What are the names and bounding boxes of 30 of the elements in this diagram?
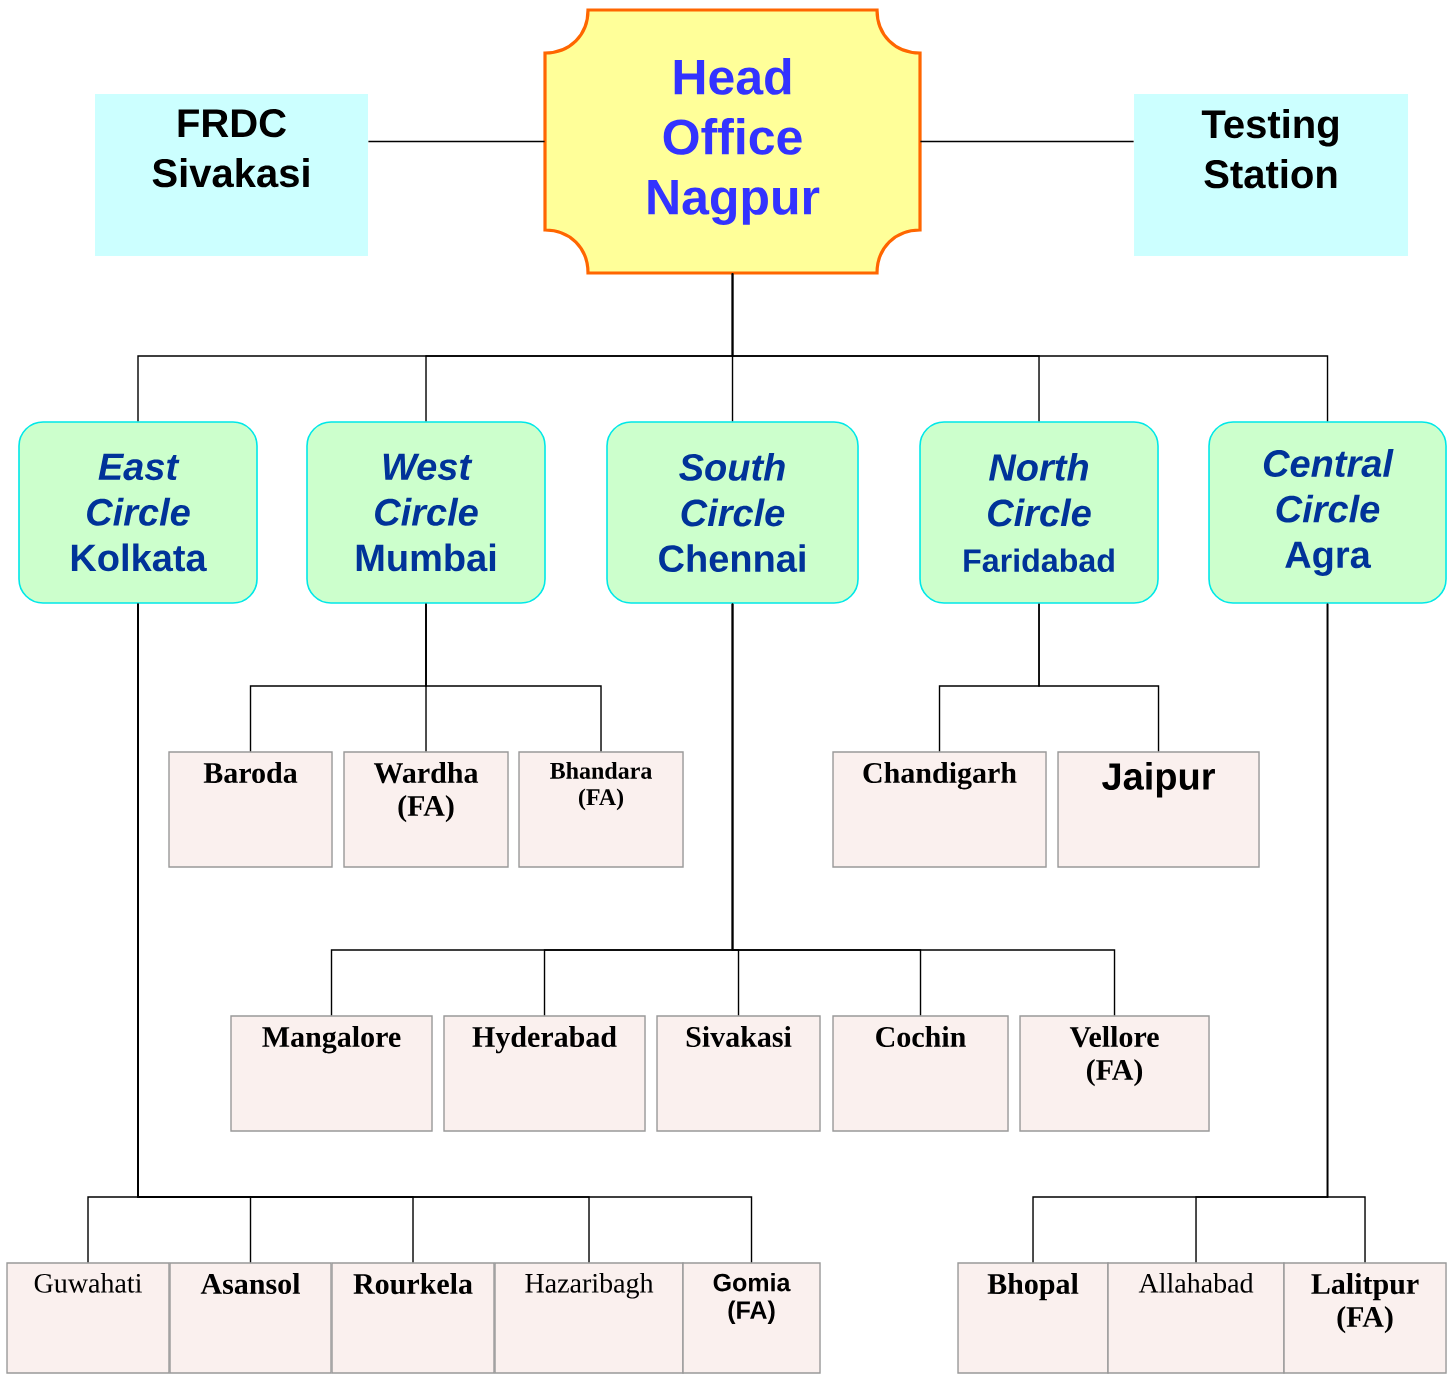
office-box: Cochin (832, 1015, 1009, 1132)
unit-box: Testing Station (1134, 94, 1408, 256)
office-box: Jaipur (1057, 751, 1260, 868)
connector-line (137, 603, 753, 1263)
office-box: Chandigarh (832, 751, 1047, 868)
office-box: Vellore (FA) (1019, 1015, 1210, 1132)
office-box: Gomia (FA) (682, 1262, 821, 1374)
connector-line (367, 140, 546, 143)
circle-box: Central Circle Agra (1208, 421, 1447, 604)
office-box: Lalitpur (FA) (1283, 1262, 1447, 1374)
office-box: Wardha (FA) (343, 751, 509, 868)
office-box: Sivakasi (656, 1015, 821, 1132)
connector-line (1038, 603, 1160, 752)
office-box: Hyderabad (443, 1015, 646, 1132)
unit-box: FRDC Sivakasi (95, 94, 368, 256)
connector-line (731, 272, 1329, 422)
office-box: Bhopal (957, 1262, 1109, 1374)
office-box: Asansol (169, 1262, 332, 1374)
connector-line (425, 603, 602, 752)
office-box: Hazaribagh (494, 1262, 684, 1374)
connector-line (919, 140, 1135, 143)
office-box: Bhandara (FA) (518, 751, 684, 868)
office-box: Mangalore (230, 1015, 433, 1132)
office-box: Allahabad (1107, 1262, 1285, 1374)
connector-line (1326, 603, 1366, 1263)
connector-line (731, 603, 1116, 1016)
office-box: Baroda (168, 751, 333, 868)
office-box: Rourkela (331, 1262, 495, 1374)
office-box: Guwahati (6, 1262, 170, 1374)
head-office-box: Head Office Nagpur (543, 8, 922, 275)
